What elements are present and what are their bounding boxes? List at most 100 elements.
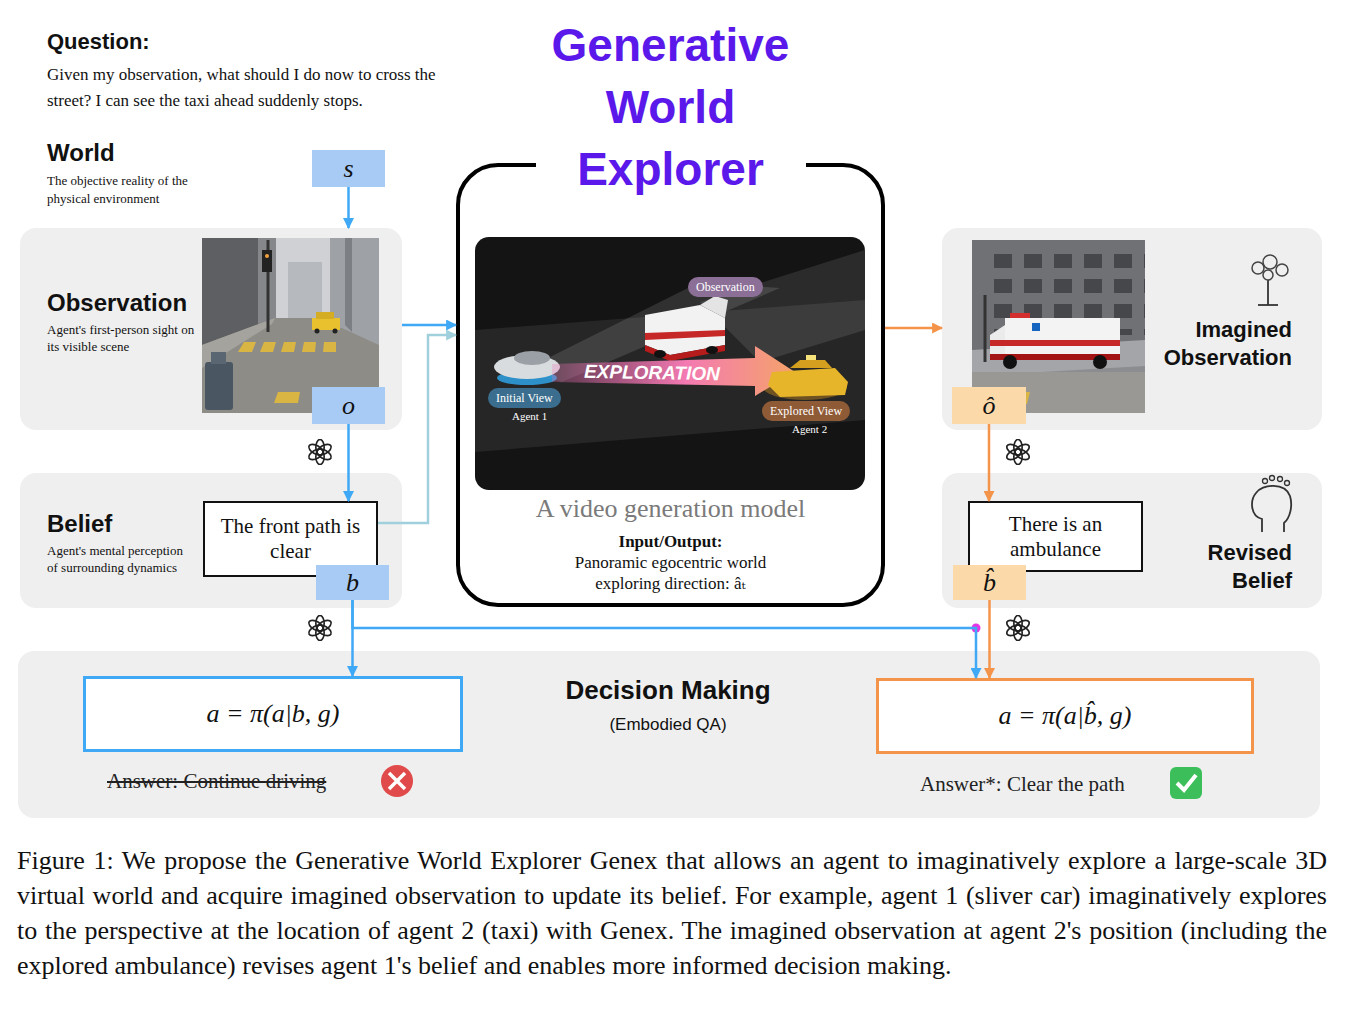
panel-heading: Revised Belief — [1180, 539, 1292, 595]
art-rect — [202, 238, 379, 413]
art-circle — [315, 329, 320, 334]
art-polygon — [790, 360, 832, 368]
panel-heading: Belief — [47, 509, 212, 538]
art-circle — [1278, 477, 1283, 482]
panel-subtitle: (Embodied QA) — [518, 715, 818, 735]
variable-box: o — [312, 387, 385, 424]
explorer-title: Generative World Explorer — [536, 14, 806, 200]
policy-formula: a = π(a|b̂, g) — [998, 701, 1131, 731]
agent-label: Agent 1 — [512, 410, 547, 423]
art-rect — [806, 355, 816, 360]
art-polygon — [645, 345, 725, 361]
art-circle — [1252, 262, 1264, 274]
agent-label: Agent 2 — [792, 423, 827, 436]
flow-arrow — [353, 600, 977, 678]
art-circle — [972, 624, 981, 633]
panel-subtitle: Agent's first-person sight on its visibl… — [47, 321, 195, 355]
view-pill: Initial View — [488, 388, 561, 408]
label-holder: Answer: Continue driving — [107, 768, 326, 794]
art-polygon — [202, 238, 258, 352]
flow-arrow — [347, 424, 350, 501]
variable-box: s — [312, 150, 385, 187]
art-rect — [288, 262, 322, 322]
art-line — [984, 295, 987, 362]
art-polygon — [980, 392, 1000, 404]
art-path — [1267, 280, 1269, 305]
variable-box: ô — [952, 387, 1026, 424]
art-polygon — [281, 342, 296, 352]
flow-arrow — [988, 600, 991, 678]
pill-text: Observation — [696, 280, 755, 294]
variable-symbol: o — [342, 391, 355, 421]
art-circle — [1093, 355, 1107, 369]
art-polygon — [260, 342, 276, 352]
art-rect — [1010, 313, 1030, 318]
flow-arrow — [347, 187, 350, 228]
art-use — [1005, 439, 1031, 464]
head-icon — [1252, 476, 1291, 533]
io-heading: Input/Output: — [460, 532, 881, 552]
label-holder: Given my observation, what should I do n… — [47, 62, 467, 114]
belief-text: The front path is clear — [217, 514, 364, 564]
belief-text: There is an ambulance — [982, 512, 1129, 562]
art-circle — [1276, 264, 1288, 276]
art-rect — [262, 250, 272, 272]
art-ellipse — [706, 346, 718, 354]
policy-box: a = π(a|b̂, g) — [876, 678, 1254, 754]
art-polygon — [238, 342, 256, 352]
flow-arrow — [885, 327, 942, 330]
label-holder: Agent 1 — [512, 410, 547, 423]
art-path — [1252, 486, 1291, 532]
flow-arrow — [351, 600, 354, 676]
art-polygon — [768, 368, 848, 397]
ambulance-photo — [972, 240, 1145, 413]
art-polygon — [972, 340, 1145, 376]
art-rect — [972, 240, 1145, 413]
label-holder: EXPLORATION — [584, 362, 720, 384]
art-polygon — [330, 238, 379, 362]
art-use — [307, 615, 333, 640]
variable-symbol: b — [346, 568, 359, 598]
art-rect — [985, 245, 1145, 335]
street-photo — [202, 238, 379, 413]
art-rect — [1170, 767, 1202, 799]
art-rect — [1032, 323, 1040, 331]
art-ellipse — [763, 374, 847, 400]
art-ellipse — [497, 371, 557, 385]
art-circle — [1285, 481, 1290, 486]
exploration-label: EXPLORATION — [584, 361, 720, 385]
art-polygon — [475, 300, 865, 452]
art-polygon — [302, 342, 316, 352]
imagined-panel: Imagined Observation ô — [942, 228, 1322, 430]
art-path — [389, 773, 405, 789]
label-holder: The objective reality of the physical en… — [47, 172, 215, 208]
art-polygon — [645, 330, 725, 340]
variable-symbol: s — [343, 154, 353, 184]
policy-box: a = π(a|b, g) — [83, 676, 463, 752]
art-rect — [972, 240, 1145, 350]
label-holder: World — [47, 138, 115, 167]
art-polygon — [274, 392, 300, 403]
panel-heading: Observation — [47, 288, 212, 317]
art-circle — [1270, 476, 1275, 481]
art-rect — [316, 312, 334, 319]
art-polygon — [990, 325, 1005, 360]
art-ellipse — [514, 351, 550, 365]
art-polygon — [1011, 392, 1030, 404]
art-polygon — [258, 238, 276, 330]
question-text: Given my observation, what should I do n… — [47, 62, 467, 114]
belief-box: There is an ambulance — [968, 501, 1143, 572]
art-rect — [475, 237, 865, 490]
world-subtitle: The objective reality of the physical en… — [47, 172, 215, 208]
art-line — [267, 240, 270, 332]
caption-holder: Figure 1: We propose the Generative Worl… — [17, 843, 1327, 983]
art-polyline — [1177, 775, 1196, 790]
art-polygon — [312, 392, 336, 403]
art-rect — [990, 340, 1120, 346]
panel-heading: Imagined Observation — [1150, 316, 1292, 372]
art-circle — [1263, 479, 1268, 484]
art-polygon — [700, 296, 728, 318]
explorer-box: Generative World ExplorerA video generat… — [456, 163, 885, 607]
art-rect — [312, 318, 340, 330]
